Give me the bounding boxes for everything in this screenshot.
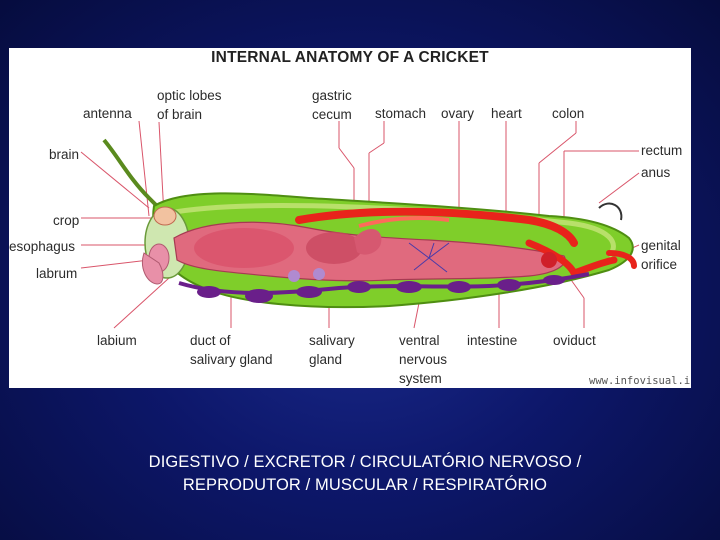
salivary-gland-shape xyxy=(288,270,300,282)
label-ventral-nervous-system: ventral nervous system xyxy=(399,331,447,388)
salivary-gland-shape-2 xyxy=(313,268,325,280)
label-duct-of-salivary-gland: duct of salivary gland xyxy=(190,331,273,369)
label-colon: colon xyxy=(552,104,584,123)
label-genital-orifice: genital orifice xyxy=(641,236,681,274)
label-stomach: stomach xyxy=(375,104,426,123)
label-antenna: antenna xyxy=(83,104,132,123)
label-labrum: labrum xyxy=(36,264,77,283)
slide-caption: DIGESTIVO / EXCRETOR / CIRCULATÓRIO NERV… xyxy=(40,451,690,497)
stomach-shape xyxy=(306,232,362,264)
label-crop: crop xyxy=(53,211,79,230)
label-oviduct: oviduct xyxy=(553,331,596,350)
label-heart: heart xyxy=(491,104,522,123)
label-optic-lobes: optic lobes of brain xyxy=(157,86,222,124)
anatomy-figure: INTERNAL ANATOMY OF A CRICKET xyxy=(9,48,691,388)
crop-shape xyxy=(194,228,294,268)
label-anus: anus xyxy=(641,163,670,182)
label-esophagus: esophagus xyxy=(9,237,75,256)
anus-shape xyxy=(599,204,621,220)
brain-shape xyxy=(154,207,176,225)
label-ovary: ovary xyxy=(441,104,474,123)
watermark: www.infovisual.info xyxy=(589,375,691,387)
label-brain: brain xyxy=(49,145,79,164)
antenna-shape xyxy=(104,140,164,213)
label-salivary-gland: salivary gland xyxy=(309,331,355,369)
label-intestine: intestine xyxy=(467,331,517,350)
colon-shape xyxy=(541,252,557,268)
label-gastric-cecum: gastric cecum xyxy=(312,86,352,124)
label-rectum: rectum xyxy=(641,141,682,160)
label-labium: labium xyxy=(97,331,137,350)
